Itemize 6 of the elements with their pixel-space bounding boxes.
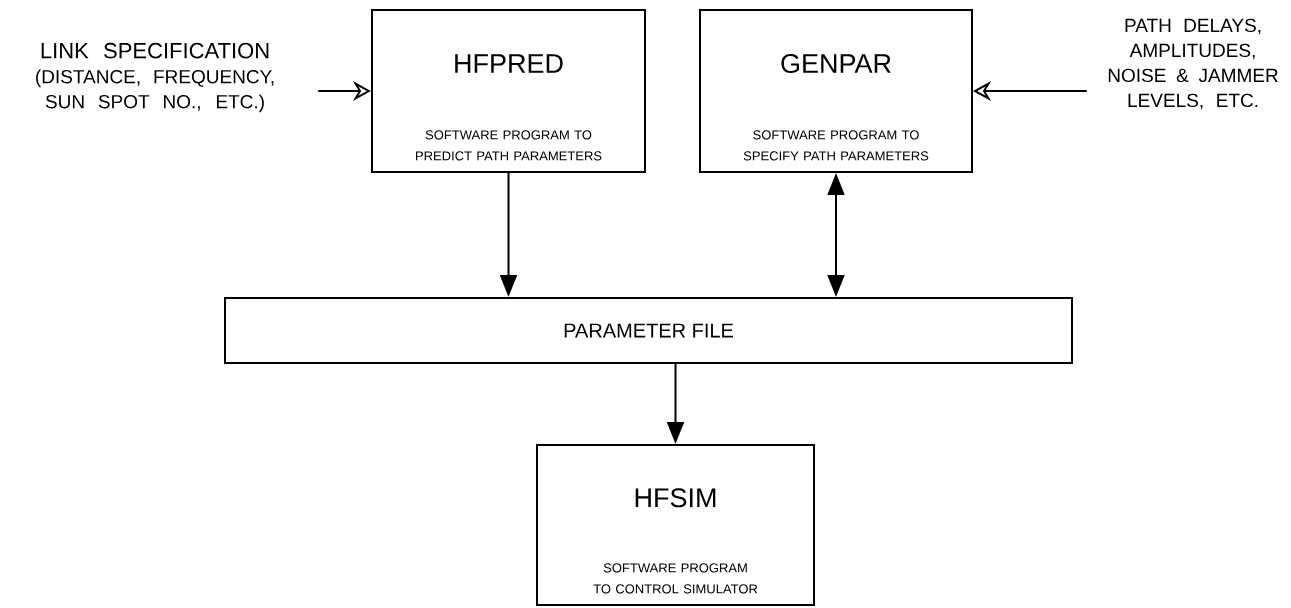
program-box: HFPRED SOFTWARE PROGRAM TO PREDICT PATH PARAMETERS [371,9,646,173]
program-box: GENPAR SOFTWARE PROGRAM TO SPECIFY PATH PARAMETERS [699,9,973,173]
program-box: HFSIM SOFTWARE PROGRAM TO CONTROL SIMULATOR [536,444,815,606]
annotation-text: PATH DELAYS, AMPLITUDES, NOISE & JAMMER LEVELS, ETC. [1108,18,1278,110]
parameter-file-band: PARAMETER FILE [224,297,1073,364]
annotation-text: LINK SPECIFICATION (DISTANCE, FREQUENCY, SUN SPOT NO., ETC.) [36,42,274,113]
